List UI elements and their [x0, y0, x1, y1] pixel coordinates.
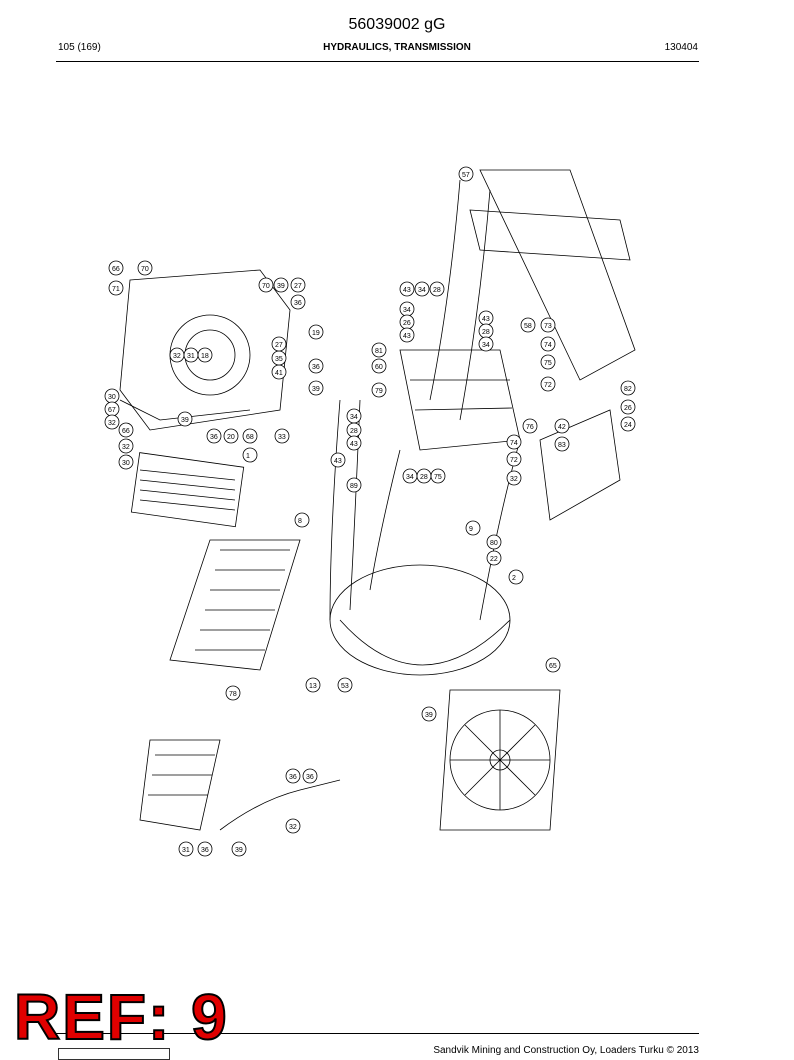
- callout-label: 39: [277, 283, 285, 290]
- callout-label: 36: [210, 434, 218, 441]
- footer-copyright: Sandvik Mining and Construction Oy, Load…: [433, 1045, 699, 1056]
- callout-label: 83: [558, 442, 566, 449]
- callout-label: 27: [294, 283, 302, 290]
- callout-label: 66: [122, 428, 130, 435]
- page-number: 105 (169): [58, 42, 101, 53]
- callout-label: 30: [122, 460, 130, 467]
- callout-label: 73: [544, 323, 552, 330]
- callout-label: 28: [433, 287, 441, 294]
- callout-label: 36: [201, 847, 209, 854]
- callout-label: 43: [334, 458, 342, 465]
- callout-label: 39: [425, 712, 433, 719]
- callout-label: 19: [312, 330, 320, 337]
- callout-label: 13: [309, 683, 317, 690]
- callout-label: 71: [112, 286, 120, 293]
- callout-label: 72: [544, 382, 552, 389]
- callout-label: 66: [112, 266, 120, 273]
- callout-label: 43: [403, 287, 411, 294]
- section-title: HYDRAULICS, TRANSMISSION: [323, 42, 471, 53]
- callout-label: 43: [403, 333, 411, 340]
- callout-label: 34: [406, 474, 414, 481]
- company-logo: [58, 1048, 170, 1060]
- callout-label: 24: [624, 422, 632, 429]
- callout-label: 74: [510, 440, 518, 447]
- callout-label: 65: [549, 663, 557, 670]
- callout-label: 34: [403, 307, 411, 314]
- callout-label: 82: [624, 386, 632, 393]
- callout-label: 67: [108, 407, 116, 414]
- callout-label: 32: [289, 824, 297, 831]
- callout-label: 28: [482, 329, 490, 336]
- callout-label: 39: [235, 847, 243, 854]
- callout-label: 31: [182, 847, 190, 854]
- callout-label: 43: [482, 316, 490, 323]
- callout-label: 32: [122, 444, 130, 451]
- callout-label: 32: [108, 420, 116, 427]
- callout-label: 28: [420, 474, 428, 481]
- callout-label: 75: [434, 474, 442, 481]
- header-rule: [56, 61, 699, 62]
- callout-label: 18: [201, 353, 209, 360]
- callout-label: 8: [298, 518, 302, 525]
- ref-stamp: REF: 9: [13, 981, 229, 1053]
- callout-label: 43: [350, 441, 358, 448]
- footer-rule: [56, 1033, 699, 1034]
- callout-label: 26: [403, 320, 411, 327]
- callout-label: 34: [350, 414, 358, 421]
- callout-label: 70: [141, 266, 149, 273]
- callout-label: 58: [524, 323, 532, 330]
- callout-label: 42: [558, 424, 566, 431]
- callout-label: 28: [350, 428, 358, 435]
- callout-label: 9: [469, 526, 473, 533]
- callout-label: 57: [462, 172, 470, 179]
- callout-label: 75: [544, 360, 552, 367]
- callout-label: 32: [173, 353, 181, 360]
- callout-label: 30: [108, 394, 116, 401]
- callout-label: 53: [341, 683, 349, 690]
- callout-label: 76: [526, 424, 534, 431]
- revision-code: 130404: [664, 42, 698, 53]
- callout-label: 32: [510, 476, 518, 483]
- callout-label: 1: [246, 453, 250, 460]
- callout-label: 36: [294, 300, 302, 307]
- callout-label: 35: [275, 356, 283, 363]
- callout-label: 20: [227, 434, 235, 441]
- callout-label: 70: [262, 283, 270, 290]
- callout-label: 39: [181, 417, 189, 424]
- callout-label: 41: [275, 370, 283, 377]
- callout-label: 27: [275, 342, 283, 349]
- callout-label: 26: [624, 405, 632, 412]
- callout-label: 34: [418, 287, 426, 294]
- callout-label: 36: [312, 364, 320, 371]
- callout-label: 36: [289, 774, 297, 781]
- doc-number: 56039002 gG: [348, 16, 446, 33]
- callout-label: 60: [375, 364, 383, 371]
- callout-label: 74: [544, 342, 552, 349]
- callout-label: 80: [490, 540, 498, 547]
- callout-label: 36: [306, 774, 314, 781]
- callout-label: 2: [512, 575, 516, 582]
- callout-label: 68: [246, 434, 254, 441]
- callout-label: 34: [482, 342, 490, 349]
- callout-label: 72: [510, 457, 518, 464]
- callout-label: 31: [187, 353, 195, 360]
- callout-label: 22: [490, 556, 498, 563]
- callout-label: 81: [375, 348, 383, 355]
- hydraulics-transmission-drawing: 57 66 70 71 70 39 27 36 19 36 39 33 32 3…: [104, 166, 636, 857]
- callout-label: 79: [375, 388, 383, 395]
- callout-label: 39: [312, 386, 320, 393]
- callout-label: 78: [229, 691, 237, 698]
- callout-label: 33: [278, 434, 286, 441]
- callout-label: 89: [350, 483, 358, 490]
